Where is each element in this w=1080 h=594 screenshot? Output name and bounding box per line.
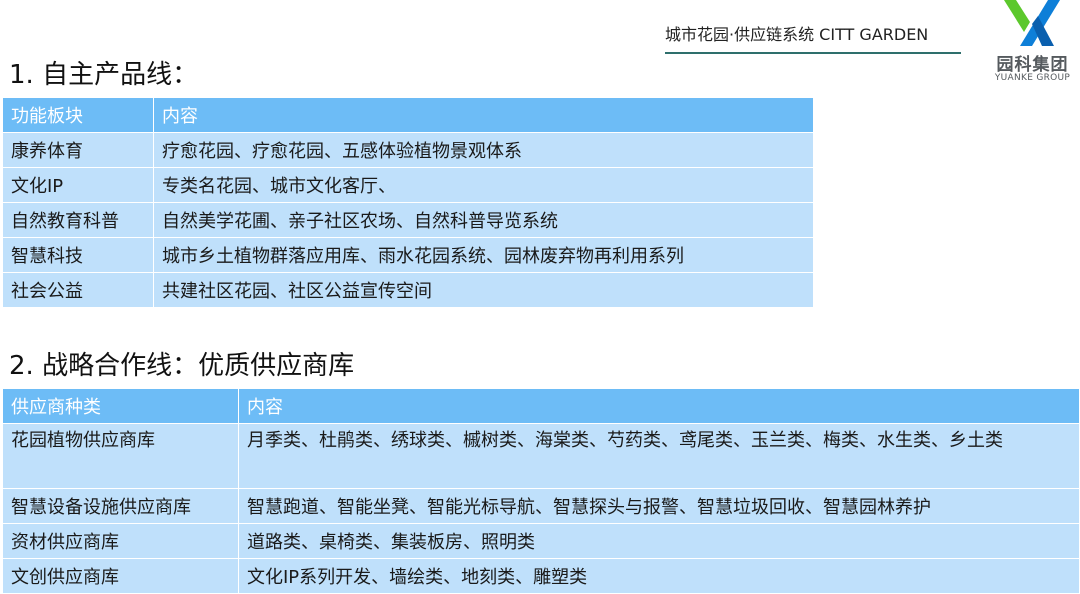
logo-subtitle: YUANKE GROUP — [994, 73, 1071, 83]
table-cell-category: 资材供应商库 — [2, 523, 239, 559]
header-cell-supplier-type: 供应商种类 — [2, 388, 239, 424]
table-row: 自然教育科普 自然美学花圃、亲子社区农场、自然科普导览系统 — [2, 202, 814, 238]
table-cell-content: 文化IP系列开发、墙绘类、地刻类、雕塑类 — [238, 558, 1080, 594]
table-header-row: 功能板块 内容 — [2, 97, 814, 133]
supplier-table: 供应商种类 内容 花园植物供应商库 月季类、杜鹃类、绣球类、槭树类、海棠类、芍药… — [2, 388, 1080, 594]
table-cell-content: 疗愈花园、疗愈花园、五感体验植物景观体系 — [153, 132, 814, 168]
table-cell-content: 共建社区花园、社区公益宣传空间 — [153, 272, 814, 308]
table-row: 康养体育 疗愈花园、疗愈花园、五感体验植物景观体系 — [2, 132, 814, 168]
header-cell-content: 内容 — [153, 97, 814, 133]
table-cell-content: 自然美学花圃、亲子社区农场、自然科普导览系统 — [153, 202, 814, 238]
table-header-row: 供应商种类 内容 — [2, 388, 1080, 424]
section2-title: 2. 战略合作线：优质供应商库 — [9, 351, 355, 381]
table-cell-category: 智慧科技 — [2, 237, 154, 273]
header-cell-module: 功能板块 — [2, 97, 154, 133]
table-cell-content: 城市乡土植物群落应用库、雨水花园系统、园林废弃物再利用系列 — [153, 237, 814, 273]
table-cell-category: 社会公益 — [2, 272, 154, 308]
header-cell-content: 内容 — [238, 388, 1080, 424]
table-row: 资材供应商库 道路类、桌椅类、集装板房、照明类 — [2, 523, 1080, 559]
table-cell-category: 智慧设备设施供应商库 — [2, 488, 239, 524]
table-cell-category: 自然教育科普 — [2, 202, 154, 238]
table-row: 智慧科技 城市乡土植物群落应用库、雨水花园系统、园林废弃物再利用系列 — [2, 237, 814, 273]
table-row: 花园植物供应商库 月季类、杜鹃类、绣球类、槭树类、海棠类、芍药类、鸢尾类、玉兰类… — [2, 423, 1080, 489]
table-row: 文化IP 专类名花园、城市文化客厅、 — [2, 167, 814, 203]
table-cell-content: 专类名花园、城市文化客厅、 — [153, 167, 814, 203]
table-cell-category: 文化IP — [2, 167, 154, 203]
table-cell-content: 道路类、桌椅类、集装板房、照明类 — [238, 523, 1080, 559]
table-row: 社会公益 共建社区花园、社区公益宣传空间 — [2, 272, 814, 308]
header-title: 城市花园·供应链系统 CITT GARDEN — [665, 25, 929, 44]
logo-name: 园科集团 — [996, 55, 1069, 75]
table-cell-content: 月季类、杜鹃类、绣球类、槭树类、海棠类、芍药类、鸢尾类、玉兰类、梅类、水生类、乡… — [238, 423, 1080, 489]
table-cell-category: 康养体育 — [2, 132, 154, 168]
table-row: 文创供应商库 文化IP系列开发、墙绘类、地刻类、雕塑类 — [2, 558, 1080, 594]
table-cell-category: 文创供应商库 — [2, 558, 239, 594]
product-line-table: 功能板块 内容 康养体育 疗愈花园、疗愈花园、五感体验植物景观体系 文化IP 专… — [2, 97, 814, 308]
table-row: 智慧设备设施供应商库 智慧跑道、智能坐凳、智能光标导航、智慧探头与报警、智慧垃圾… — [2, 488, 1080, 524]
section1-title: 1. 自主产品线： — [9, 60, 199, 90]
header-divider — [665, 52, 961, 54]
company-logo: 园科集团 YUANKE GROUP — [985, 0, 1080, 88]
table-cell-content: 智慧跑道、智能坐凳、智能光标导航、智慧探头与报警、智慧垃圾回收、智慧园林养护 — [238, 488, 1080, 524]
table-cell-category: 花园植物供应商库 — [2, 423, 239, 489]
yuanke-logo-icon — [1004, 0, 1060, 46]
